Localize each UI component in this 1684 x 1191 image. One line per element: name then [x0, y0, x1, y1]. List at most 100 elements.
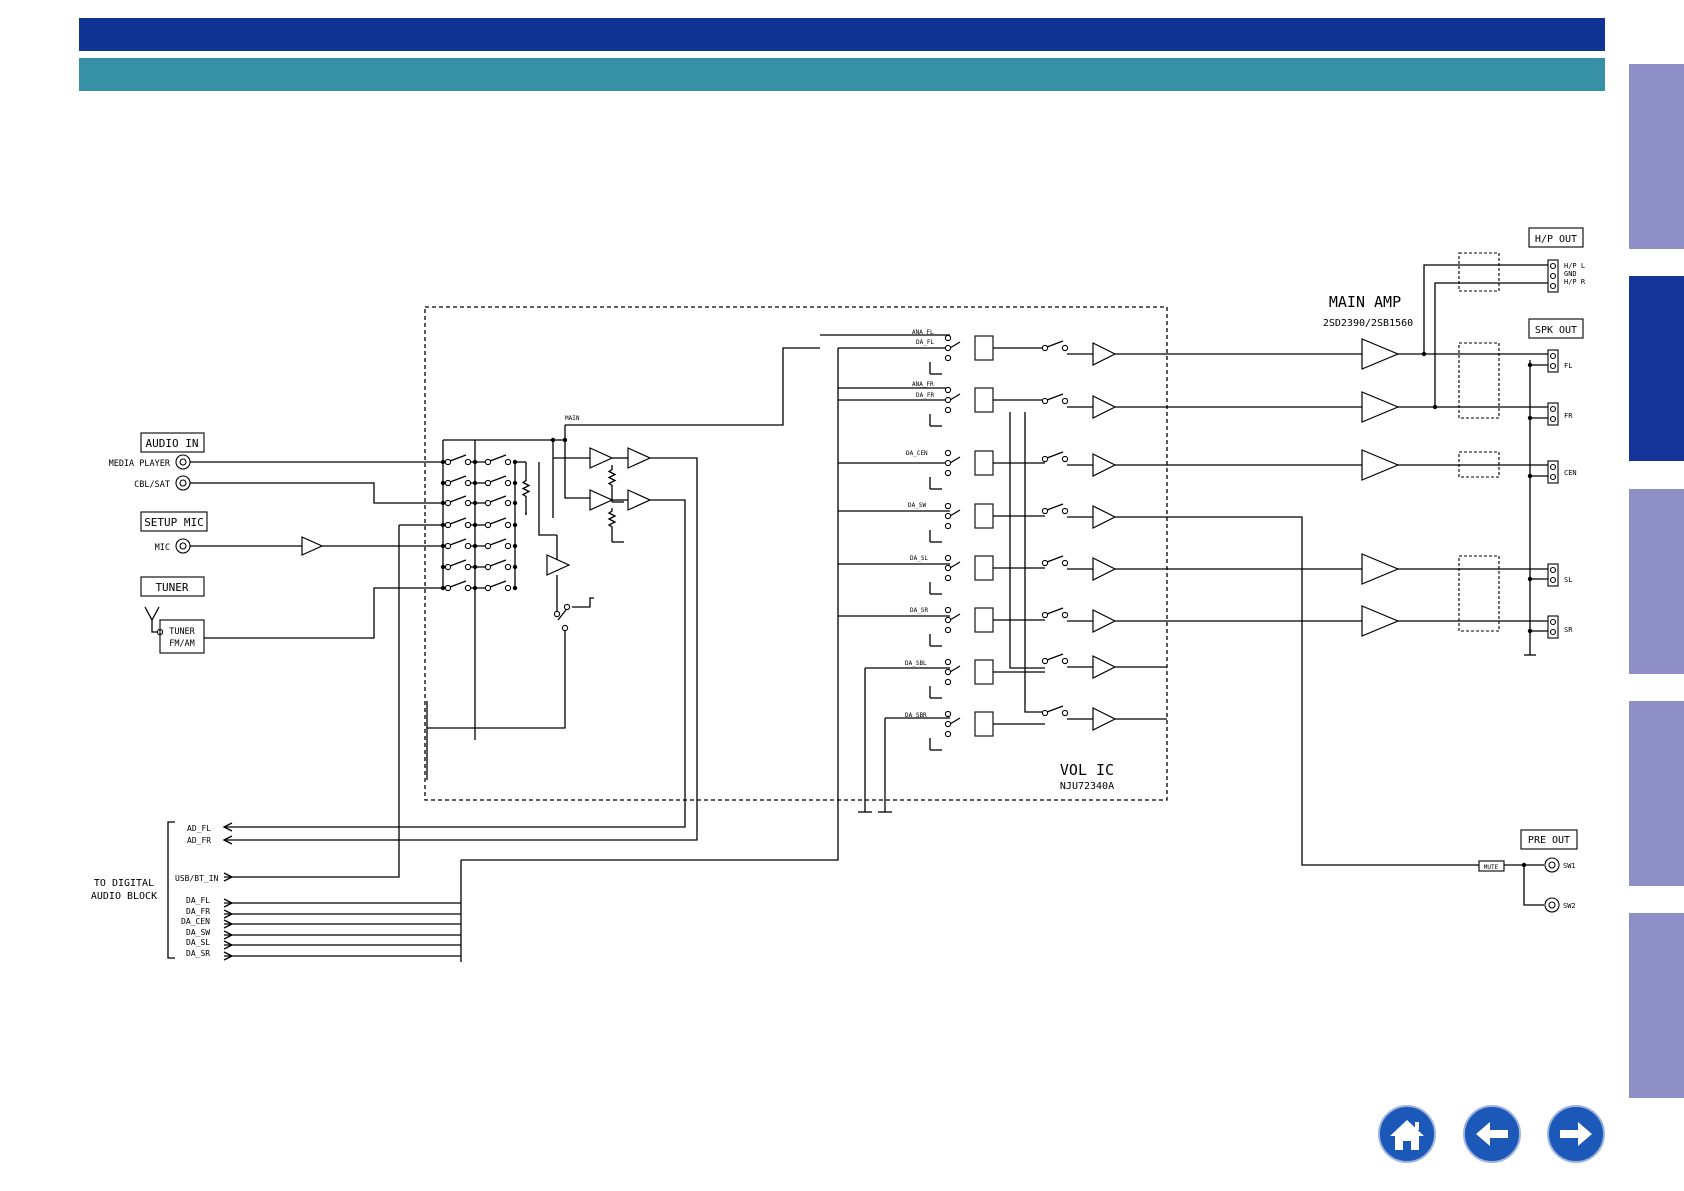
vol-input-selector	[949, 665, 961, 673]
cbl-sat-wire	[190, 482, 445, 504]
switch-contact	[553, 610, 561, 618]
spk-sl-label: SL	[1564, 576, 1572, 584]
vol-in-da-fl: DA_FL	[916, 339, 934, 346]
switch-contact	[504, 458, 512, 466]
vol-buffer	[1092, 655, 1117, 679]
volume-block	[974, 387, 994, 413]
vol-ic-label: VOL IC	[1060, 761, 1114, 779]
switch-contact	[484, 542, 492, 550]
side-tab-2[interactable]	[1629, 276, 1684, 461]
tuner-block-label-1: TUNER	[169, 627, 195, 637]
input-selector-switch	[449, 517, 467, 525]
switch-contact	[1061, 559, 1069, 567]
section-bar	[79, 58, 1605, 91]
vol-input-selector	[949, 509, 961, 517]
main-amp-part-label: 2SD2390/2SB1560	[1323, 318, 1413, 329]
junction-dot	[512, 480, 518, 486]
switch-contact	[444, 542, 452, 550]
junction-dot	[440, 500, 446, 506]
junction-dot	[472, 500, 478, 506]
connector-pin	[1549, 405, 1557, 413]
da-bus-sr-label: DA_SR	[186, 949, 210, 958]
main-amp-label: MAIN AMP	[1329, 293, 1401, 311]
front-buffer-l2	[627, 447, 652, 469]
vol-cross-b	[1024, 412, 1045, 713]
switch-contact	[1061, 657, 1069, 665]
switch-contact	[504, 499, 512, 507]
switch-contact	[484, 458, 492, 466]
junction-dot	[472, 522, 478, 528]
switch-contact	[944, 616, 952, 624]
input-selector-switch	[489, 475, 507, 483]
switch-contact	[944, 710, 952, 718]
junction-dot	[1527, 473, 1533, 479]
center-relay-box	[1458, 451, 1500, 478]
rca-jack-center	[179, 458, 187, 466]
main-amp	[1361, 449, 1400, 481]
vol-in-da-sbr: DA_SBR	[905, 712, 927, 719]
back-button[interactable]	[1463, 1105, 1521, 1163]
rca-jack-center	[1548, 861, 1556, 869]
vol-in-da-sw: DA_SW	[908, 502, 926, 509]
switch-contact	[504, 479, 512, 487]
switch-contact	[464, 521, 472, 529]
switch-contact	[944, 564, 952, 572]
rec-buffer	[546, 554, 571, 576]
front-buffer-r1	[589, 489, 614, 511]
tuner-block-label-2: FM/AM	[169, 639, 195, 649]
da-bus-fl-label: DA_FL	[186, 896, 210, 905]
arrow-in	[223, 909, 234, 919]
switch-contact	[1041, 559, 1049, 567]
header-bar	[79, 18, 1605, 51]
forward-button[interactable]	[1547, 1105, 1605, 1163]
switch-contact	[944, 678, 952, 686]
switch-contact	[944, 469, 952, 477]
connector-pin	[1549, 618, 1557, 626]
side-tab-5[interactable]	[1629, 913, 1684, 1098]
switch-contact	[944, 658, 952, 666]
connector-pin	[1549, 566, 1557, 574]
junction-dot	[1527, 415, 1533, 421]
mic-preamp	[301, 536, 324, 556]
connector-pin	[1549, 473, 1557, 481]
main-amp	[1361, 338, 1400, 370]
da-bus-riser	[461, 348, 839, 861]
switch-contact	[1041, 397, 1049, 405]
connector-pin	[1549, 463, 1557, 471]
switch-contact	[1041, 455, 1049, 463]
switch-contact	[944, 668, 952, 676]
hp-r-feed	[1434, 282, 1548, 407]
sw2-label: SW2	[1563, 902, 1576, 910]
side-tab-3[interactable]	[1629, 489, 1684, 674]
spk-cen-label: CEN	[1564, 469, 1577, 477]
arrow-in	[223, 919, 234, 929]
switch-contact	[504, 521, 512, 529]
arrow-in	[223, 930, 234, 940]
junction-dot	[440, 543, 446, 549]
main-amp	[1361, 553, 1400, 585]
input-selector-switch	[449, 475, 467, 483]
volume-block	[974, 711, 994, 737]
speaker-connector	[1547, 563, 1559, 587]
arrow-left-icon	[1463, 1105, 1521, 1163]
switch-contact	[1061, 709, 1069, 717]
switch-contact	[464, 499, 472, 507]
vol-in-da-sl: DA_SL	[910, 555, 928, 562]
surround-relay-box	[1458, 555, 1500, 632]
da-bus-cen-label: DA_CEN	[181, 917, 210, 926]
main-to-vol	[565, 347, 820, 426]
junction-dot	[440, 564, 446, 570]
da-bus-fr-label: DA_FR	[186, 907, 210, 916]
side-tab-4[interactable]	[1629, 701, 1684, 886]
channel-switch	[1046, 607, 1064, 615]
input-selector-switch	[489, 559, 507, 567]
switch-contact	[1061, 344, 1069, 352]
vol-in-da-sr: DA_SR	[910, 607, 928, 614]
home-button[interactable]	[1378, 1105, 1436, 1163]
speaker-connector	[1547, 460, 1559, 484]
switch-contact	[464, 458, 472, 466]
connector-pin	[1549, 576, 1557, 584]
side-tab-1[interactable]	[1629, 64, 1684, 249]
rec-ground	[572, 597, 594, 608]
